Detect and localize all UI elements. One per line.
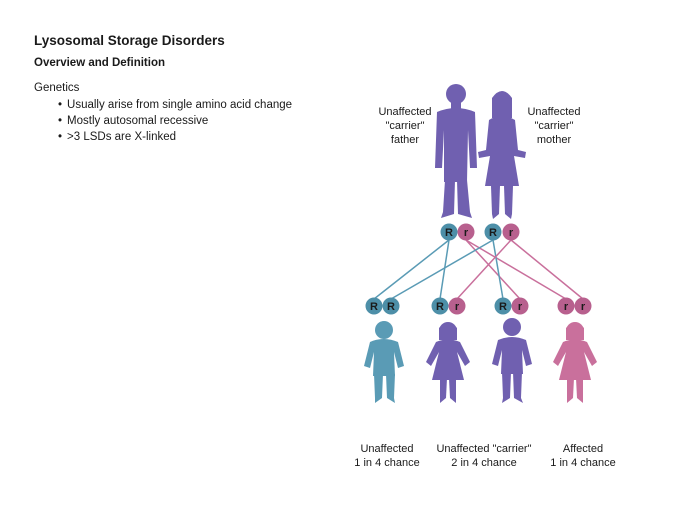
bullet-item: Usually arise from single amino acid cha…: [58, 97, 292, 113]
line-mother-r-to-child2: [456, 239, 512, 300]
child-affected-silhouette: [553, 322, 597, 403]
child-carrier-silhouette: [492, 318, 532, 403]
child-alleles-4: r r: [557, 297, 592, 315]
father-label-line: father: [391, 134, 419, 146]
child-unaffected-silhouette: [364, 321, 404, 403]
mother-label: Unaffected "carrier" mother: [527, 106, 580, 146]
line-mother-R-to-child3: [492, 239, 504, 300]
mother-label-line: "carrier": [535, 120, 574, 132]
child-alleles-1: R R: [365, 297, 400, 315]
line-mother-R-to-child1: [390, 239, 494, 300]
section-heading: Genetics: [34, 82, 80, 94]
allele-label: R: [445, 227, 453, 239]
allele-label: r: [509, 227, 514, 239]
allele-label: R: [489, 227, 497, 239]
outcome-carrier-label: Unaffected "carrier": [436, 443, 531, 455]
father-silhouette: [435, 84, 477, 218]
mother-label-line: mother: [537, 134, 572, 146]
outcome-carrier-chance: 2 in 4 chance: [451, 457, 516, 469]
allele-label: r: [564, 301, 569, 313]
line-father-R-to-child2: [439, 239, 450, 300]
outcome-unaffected-chance: 1 in 4 chance: [354, 457, 419, 469]
father-alleles: R r: [440, 223, 475, 241]
outcome-labels: Unaffected 1 in 4 chance Unaffected "car…: [354, 443, 615, 469]
allele-label: r: [455, 301, 460, 313]
line-father-r-to-child3: [465, 239, 521, 300]
mother-alleles: R r: [484, 223, 520, 241]
allele-label: r: [518, 301, 523, 313]
allele-label: R: [499, 301, 507, 313]
bullet-item: >3 LSDs are X-linked: [58, 129, 292, 145]
child-carrier-silhouette: [426, 322, 470, 403]
outcome-affected-chance: 1 in 4 chance: [550, 457, 615, 469]
outcome-unaffected-label: Unaffected: [360, 443, 413, 455]
bullet-list: Usually arise from single amino acid cha…: [58, 97, 292, 145]
child-alleles-2: R r: [431, 297, 466, 315]
outcome-affected-label: Affected: [563, 443, 603, 455]
mother-silhouette: [478, 91, 526, 219]
slide-title: Lysosomal Storage Disorders: [34, 33, 225, 48]
allele-label: r: [464, 227, 469, 239]
line-father-R-to-child1: [373, 239, 450, 300]
allele-label: R: [387, 301, 395, 313]
bullet-item: Mostly autosomal recessive: [58, 113, 292, 129]
father-label: Unaffected "carrier" father: [378, 106, 431, 146]
father-label-line: Unaffected: [378, 106, 431, 118]
inheritance-lines: [373, 239, 584, 300]
slide-subtitle: Overview and Definition: [34, 57, 165, 69]
child-alleles-3: R r: [494, 297, 529, 315]
father-label-line: "carrier": [386, 120, 425, 132]
line-father-r-to-child4: [465, 239, 567, 300]
mother-label-line: Unaffected: [527, 106, 580, 118]
line-mother-r-to-child4: [510, 239, 584, 300]
allele-label: R: [436, 301, 444, 313]
allele-label: R: [370, 301, 378, 313]
allele-label: r: [581, 301, 586, 313]
